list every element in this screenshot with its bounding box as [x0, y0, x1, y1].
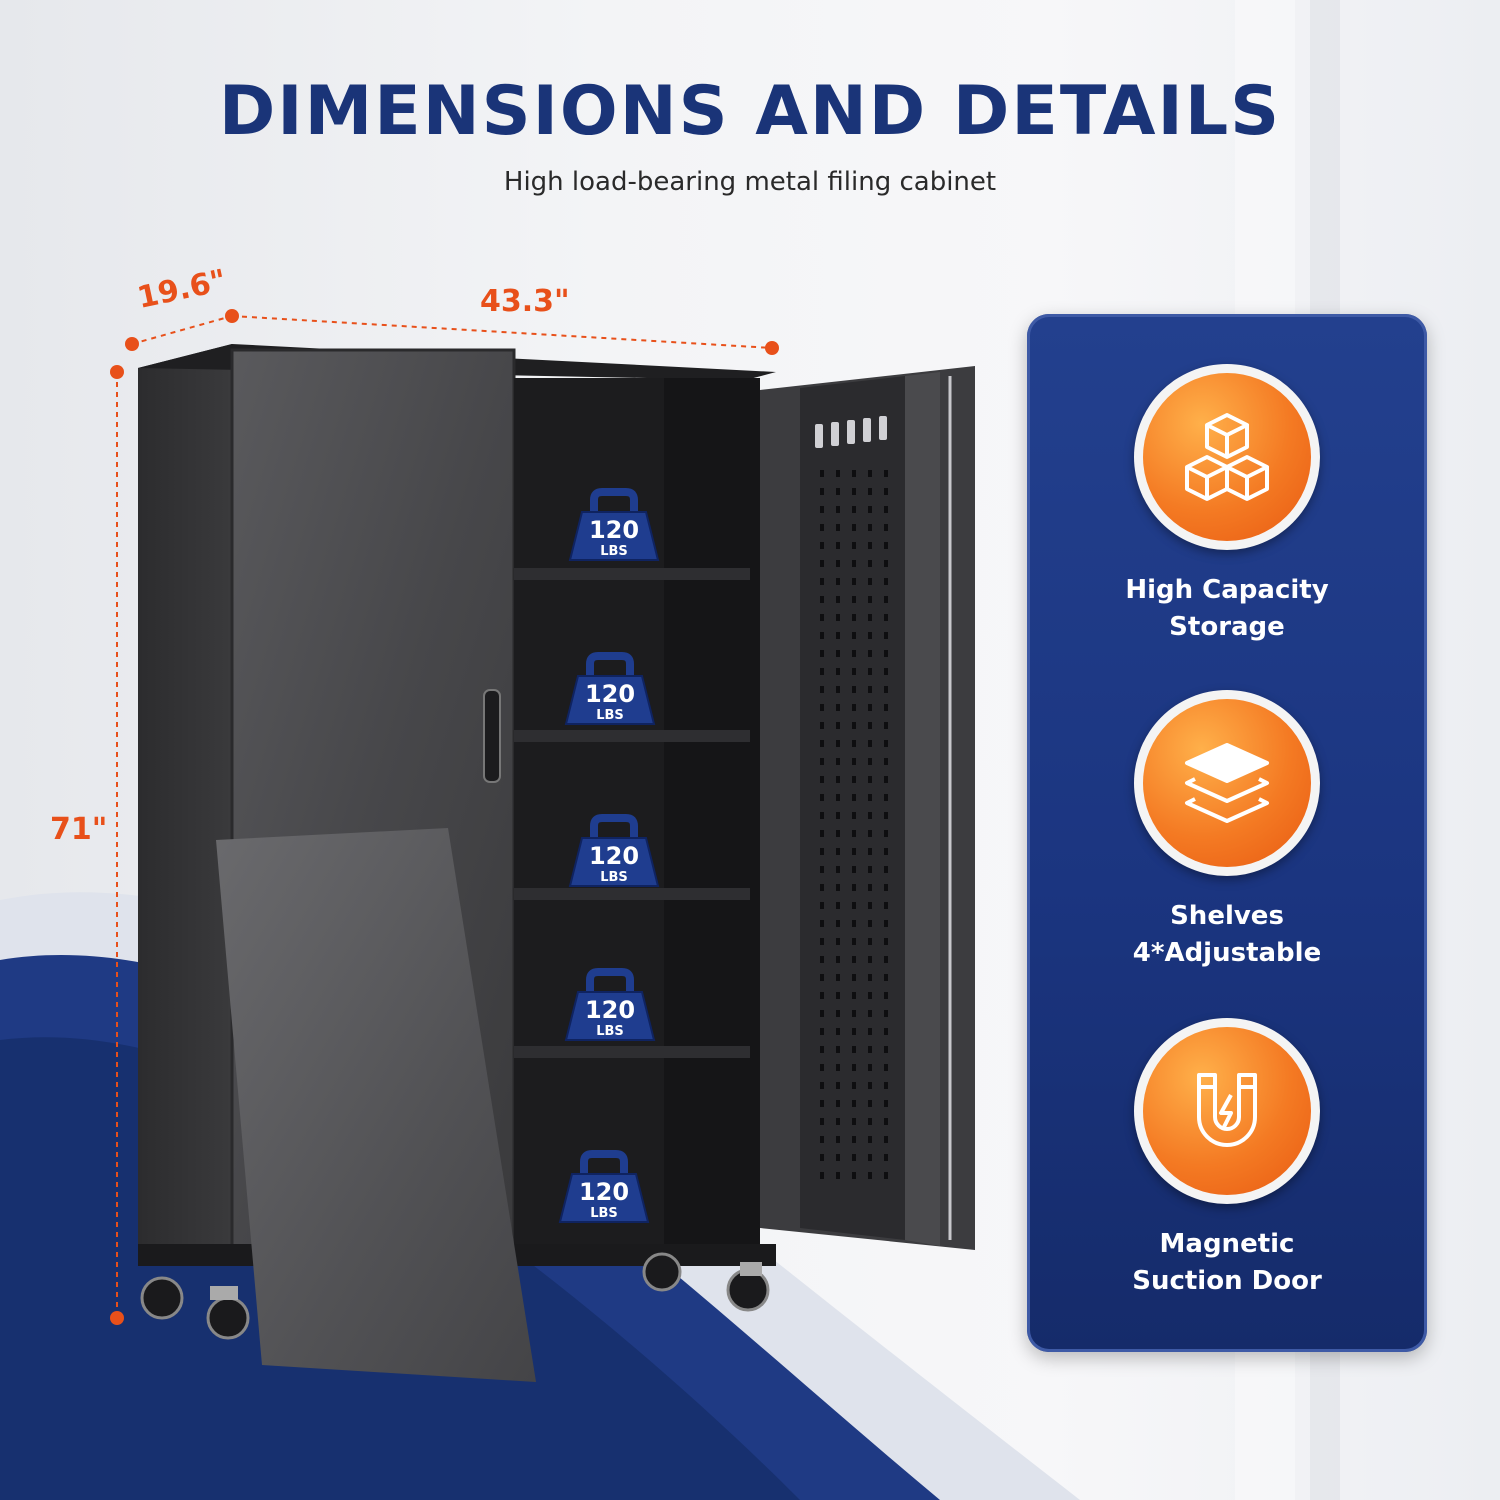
casters — [140, 1252, 770, 1340]
pegboard-holes — [820, 470, 888, 1179]
feature-badge — [1134, 690, 1320, 876]
feature-badge — [1134, 1018, 1320, 1204]
layers-icon — [1185, 743, 1269, 823]
weight-unit: LBS — [600, 544, 628, 559]
weight-unit: LBS — [596, 708, 624, 723]
feature-label: Shelves 4*Adjustable — [1132, 901, 1322, 968]
magnet-icon — [1197, 1073, 1257, 1147]
feature-label: Magnetic Suction Door — [1132, 1229, 1322, 1296]
weight-unit: LBS — [600, 870, 628, 885]
features-panel: High Capacity Storage Shelves 4*Adjustab… — [1027, 314, 1427, 1352]
height-dimension: 71" — [50, 812, 108, 847]
weight-value: 120 — [579, 1178, 629, 1206]
weight-value: 120 — [589, 516, 639, 544]
weight-value: 120 — [589, 842, 639, 870]
feature-badge — [1134, 364, 1320, 550]
width-dimension: 43.3" — [480, 284, 570, 319]
dimension-lines — [116, 315, 773, 1318]
feature-label: High Capacity Storage — [1125, 575, 1329, 642]
page-title: DIMENSIONS AND DETAILS — [218, 72, 1282, 151]
page-subtitle: High load-bearing metal filing cabinet — [503, 167, 997, 197]
cubes-icon — [1185, 413, 1269, 501]
weight-unit: LBS — [596, 1024, 624, 1039]
weight-unit: LBS — [590, 1206, 618, 1221]
weight-value: 120 — [585, 996, 635, 1024]
weight-value: 120 — [585, 680, 635, 708]
